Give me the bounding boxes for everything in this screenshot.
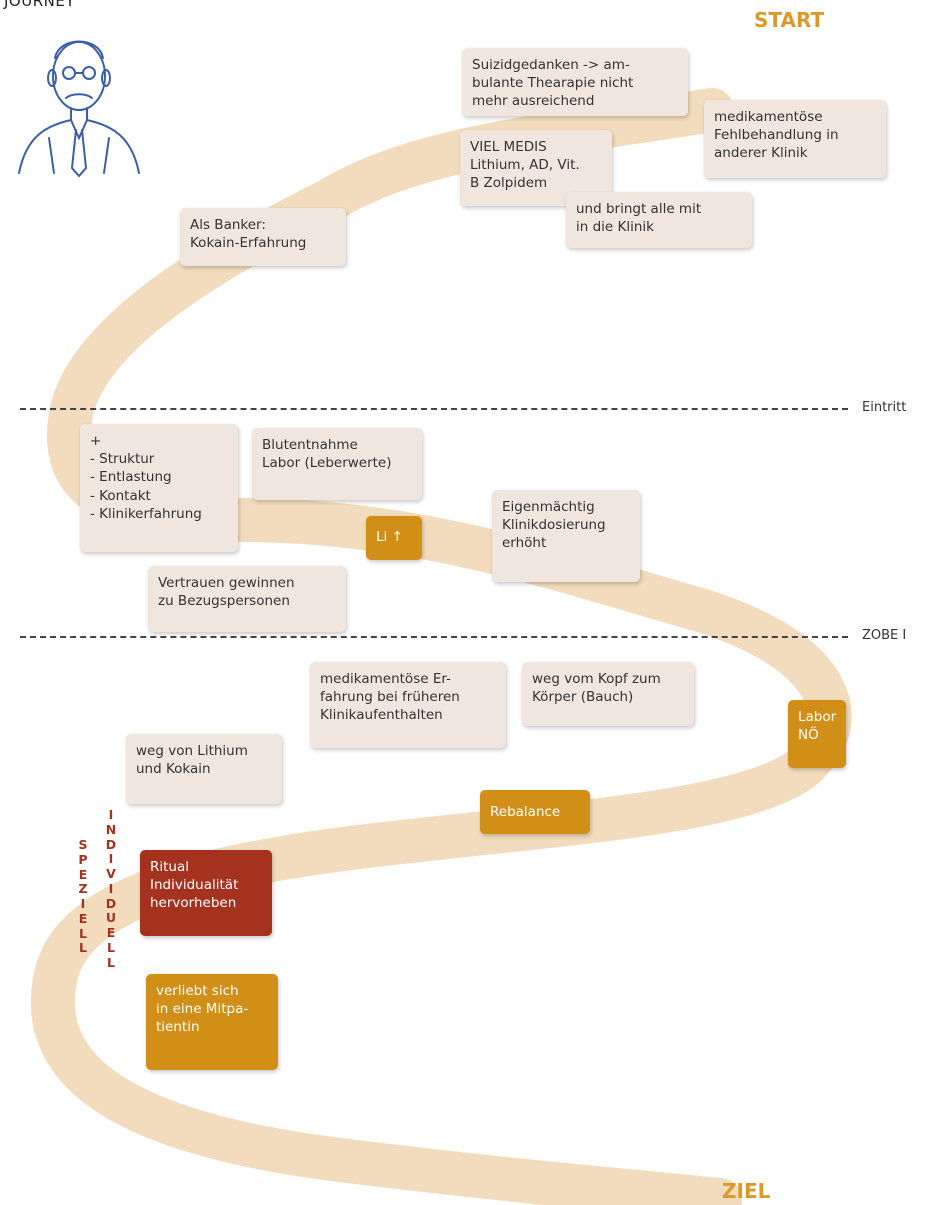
ziel-label: ZIEL <box>722 1179 771 1203</box>
vertical-word-individuell: I N D I V I D U E L L <box>105 807 117 970</box>
note-banker: Als Banker: Kokain-Erfahrung <box>180 208 346 266</box>
note-li-up: Li ↑ <box>366 516 422 560</box>
note-struktur: + - Struktur - Entlastung - Kontakt - Kl… <box>80 424 238 552</box>
note-eigenmaechtig: Eigenmächtig Klinikdosierung erhöht <box>492 490 640 582</box>
note-blutentnahme: Blutentnahme Labor (Leberwerte) <box>252 428 422 500</box>
zobe-label: ZOBE I <box>862 628 907 643</box>
note-ritual: Ritual Individualität hervorheben <box>140 850 272 936</box>
eintritt-label: Eintritt <box>862 400 907 415</box>
start-label: START <box>754 8 825 32</box>
note-bringt-alle-mit: und bringt alle mit in die Klinik <box>566 192 752 248</box>
note-rebalance: Rebalance <box>480 790 590 834</box>
zobe-divider <box>20 636 848 638</box>
note-vertrauen: Vertrauen gewinnen zu Bezugspersonen <box>148 566 346 632</box>
note-viel-medis: VIEL MEDIS Lithium, AD, Vit. B Zolpidem <box>460 130 612 206</box>
note-medikamentoese-erfahrung: medikamentöse Er- fahrung bei früheren K… <box>310 662 506 748</box>
vertical-word-speziell: S P E Z I E L L <box>78 837 88 956</box>
note-suizidgedanken: Suizidgedanken -> am- bulante Thearapie … <box>462 48 688 116</box>
note-lithium-kokain: weg von Lithium und Kokain <box>126 734 282 804</box>
journey-title: JOURNEY <box>4 0 75 10</box>
note-verliebt: verliebt sich in eine Mitpa- tientin <box>146 974 278 1070</box>
note-weg-vom-kopf: weg vom Kopf zum Körper (Bauch) <box>522 662 694 726</box>
eintritt-divider <box>20 408 848 410</box>
note-fehlbehandlung: medikamentöse Fehlbehandlung in anderer … <box>704 100 886 178</box>
note-labor-no: Labor NÖ <box>788 700 846 768</box>
patient-avatar-icon <box>18 40 140 178</box>
